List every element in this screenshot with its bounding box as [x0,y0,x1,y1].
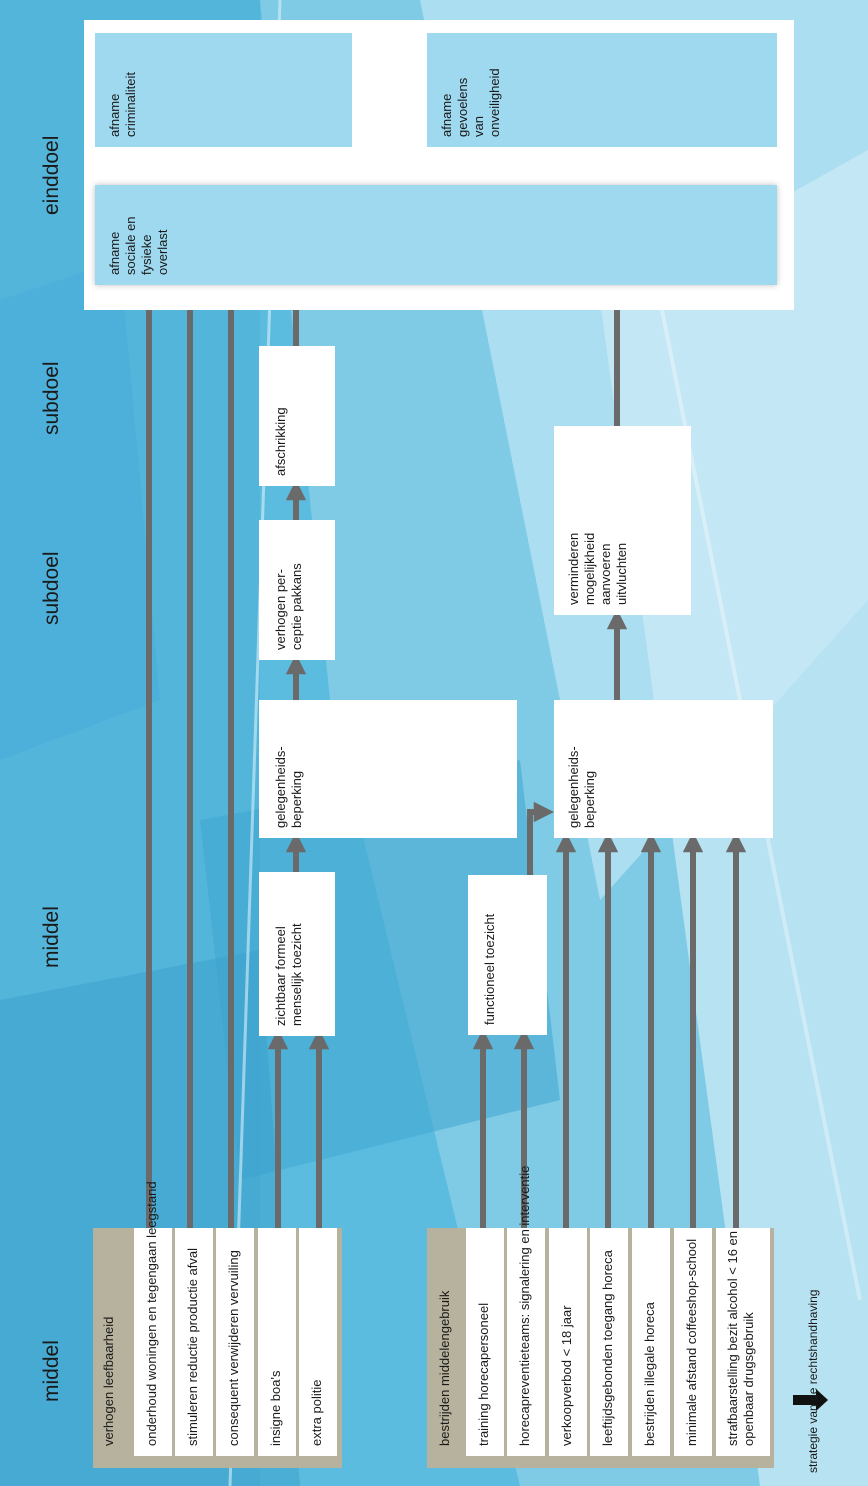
column-header-subdoel-2: subdoel [40,361,63,435]
box-gelegenheid-1-text: gelegenheids-beperking [273,746,304,828]
box-toezicht-functioneel: functioneel toezicht [468,875,547,1035]
item-afstand: minimale afstand coffeeshop-school [674,1228,712,1456]
item-training: training horecapersoneel [466,1228,504,1456]
item-onderhoud: onderhoud woningen en tegengaan leegstan… [134,1181,172,1456]
box-afschrikking-text: afschrikking [273,407,288,476]
box-gelegenheid-2-text: gelegenheids-beperking [566,746,597,828]
box-toezicht-functioneel-text: functioneel toezicht [482,913,497,1025]
item-leeftijd: leeftijdsgebonden toegang horeca [590,1228,628,1456]
item-illegaal: bestrijden illegale horeca [632,1228,670,1456]
item-boas: insigne boa's [258,1228,296,1456]
arrow-functioneel-gelegenheid2 [527,801,555,875]
column-header-middel-2: middel [40,906,63,968]
column-header-einddoel: einddoel [40,135,63,215]
box-afschrikking: afschrikking [259,346,335,486]
group-middelengebruik-title: bestrijden middelengebruik [437,1290,452,1446]
item-vervuiling: consequent verwijderen vervuiling [216,1228,254,1456]
group-leefbaarheid-title: verhogen leefbaarheid [101,1316,116,1446]
column-header-middel-1: middel [40,1340,63,1402]
item-afval: stimuleren reductie productie afval [175,1228,213,1456]
box-pakkans-text: verhogen per-ceptie pakkans [273,563,304,650]
column-header-subdoel-1: subdoel [40,551,63,625]
item-politie: extra politie [299,1228,337,1456]
box-pakkans: verhogen per-ceptie pakkans [259,520,335,660]
legend-arrow-icon [793,1389,828,1411]
legend-label: strategie van de rechtshandhaving [806,1289,820,1473]
item-horecapreventie: horecapreventieteams: signalering en int… [507,1166,545,1456]
box-gelegenheid-2: gelegenheids-beperking [554,700,773,838]
item-verkoopverbod: verkoopverbod < 18 jaar [549,1228,587,1456]
box-gelegenheid-1: gelegenheids-beperking [259,700,517,838]
